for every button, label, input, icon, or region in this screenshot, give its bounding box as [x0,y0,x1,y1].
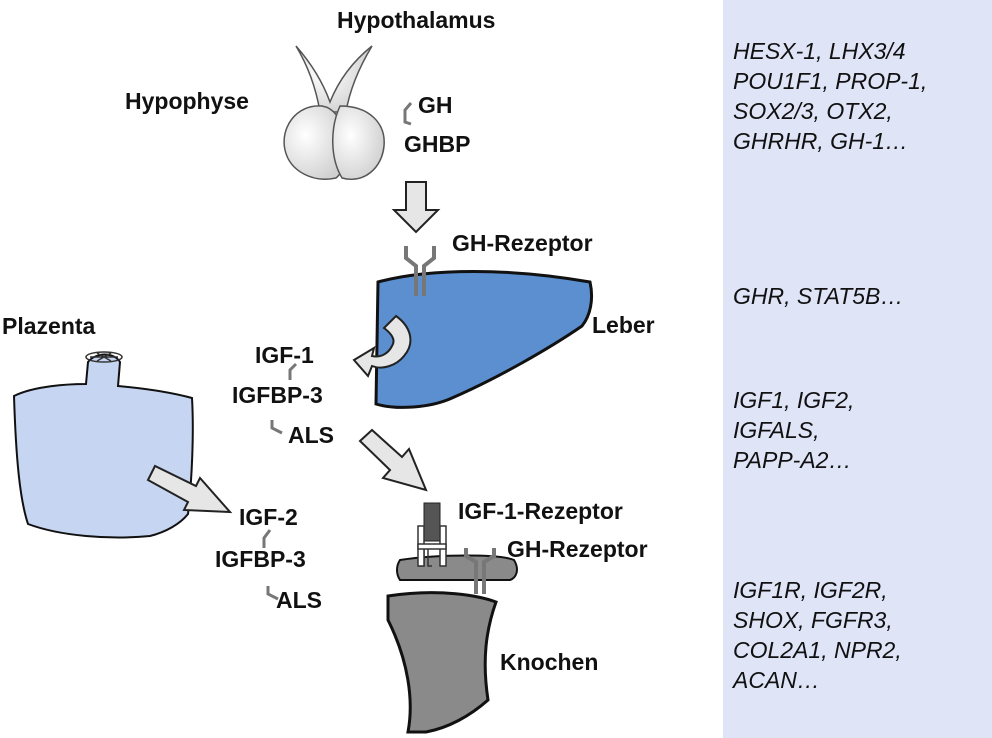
pituitary-to-liver-arrow [391,181,441,234]
liver-to-bone-arrow [358,428,428,492]
placenta-to-igf2-arrow [146,464,233,514]
igf1-receptor-label: IGF-1-Rezeptor [458,498,623,524]
gene-line: COL2A1, NPR2, [733,637,902,663]
liver-shape [374,270,594,409]
gene-line: POU1F1, PROP-1, [733,68,928,94]
gh-label: GH [418,92,453,118]
placenta-shape [12,353,194,539]
gene-line: HESX-1, LHX3/4 [733,38,906,64]
gene-panel: HESX-1, LHX3/4 POU1F1, PROP-1, SOX2/3, O… [723,0,992,738]
gene-line: SOX2/3, OTX2, [733,98,893,124]
gene-line: SHOX, FGFR3, [733,607,893,633]
hypophyse-label: Hypophyse [125,88,249,114]
igf1-label: IGF-1 [255,342,314,368]
umbilical-cord-icon [85,351,123,363]
liver-label: Leber [592,312,655,338]
bone-gh-receptor [464,548,496,594]
gene-line: IGF1, IGF2, [733,387,855,413]
bone-shape [396,554,518,581]
diagram-canvas [12,45,594,734]
als-label: ALS [276,587,322,613]
placenta-label: Plazenta [2,313,96,339]
gene-line: PAPP-A2… [733,447,852,473]
igfbp3-label: IGFBP-3 [232,382,323,408]
gene-line: GHRHR, GH-1… [733,128,909,154]
igf2-label: IGF-2 [239,504,298,530]
liver-gh-receptor [404,246,436,296]
bone-label: Knochen [500,649,599,675]
ghbp-label: GHBP [404,131,471,157]
gene-line: IGFALS, [733,417,820,443]
als-label: ALS [288,422,334,448]
gene-list-igf: IGF1, IGF2, IGFALS, PAPP-A2… [733,385,854,475]
gene-line: GHR, STAT5B… [733,283,904,309]
hypothalamus-label: Hypothalamus [337,7,496,33]
gh-ghbp-connector [403,102,413,126]
liver-curved-arrow-icon [352,314,412,378]
bone-shaft-shape [386,591,498,734]
gene-list-pituitary: HESX-1, LHX3/4 POU1F1, PROP-1, SOX2/3, O… [733,36,927,156]
bone-gh-receptor-label: GH-Rezeptor [507,536,648,562]
gene-line: IGF1R, IGF2R, [733,577,888,603]
gene-line: ACAN… [733,667,820,693]
igf1-receptor-icon [417,502,447,567]
liver-gh-receptor-label: GH-Rezeptor [452,230,593,256]
pituitary-gland-illustration [283,45,385,180]
igfbp3-label: IGFBP-3 [215,546,306,572]
gene-list-liver: GHR, STAT5B… [733,281,903,311]
gene-list-bone: IGF1R, IGF2R, SHOX, FGFR3, COL2A1, NPR2,… [733,575,902,695]
binding-connectors [262,362,298,601]
